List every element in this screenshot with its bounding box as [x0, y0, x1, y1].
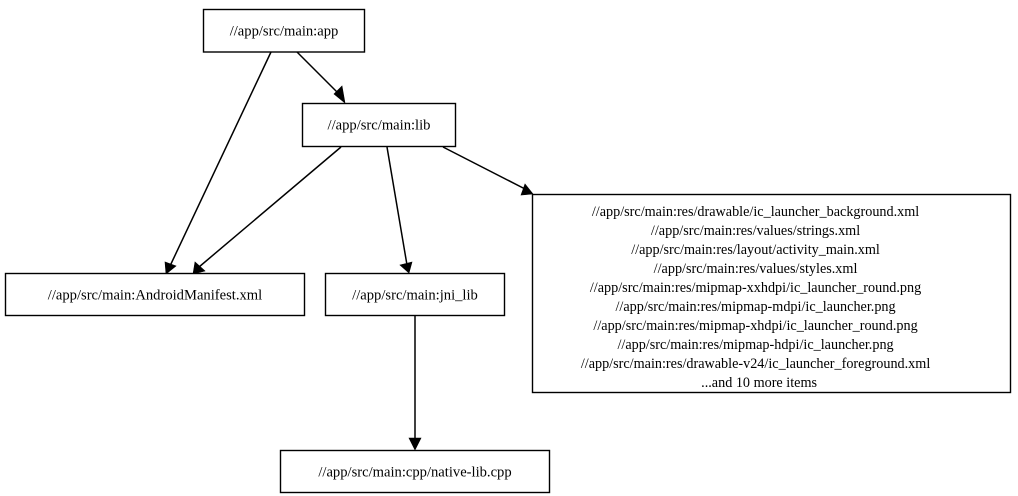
arrowhead-icon [520, 183, 534, 196]
resource-line: //app/src/main:res/mipmap-mdpi/ic_launch… [615, 299, 895, 315]
edge-line [296, 51, 343, 98]
node-lib[interactable]: //app/src/main:lib [301, 102, 457, 148]
arrowhead-icon [164, 261, 177, 275]
node-box[interactable] [301, 102, 457, 148]
edge-app-to-manifest [164, 51, 272, 275]
node-box[interactable] [279, 449, 551, 494]
edge-line [442, 146, 528, 191]
arrowhead-icon [333, 85, 346, 104]
node-label-jni-lib: //app/src/main:jni_lib [352, 287, 478, 303]
arrowhead-icon [408, 437, 422, 451]
edge-app-to-lib [296, 51, 346, 104]
resource-line: //app/src/main:res/mipmap-hdpi/ic_launch… [617, 337, 893, 353]
edge-line [169, 51, 272, 267]
resource-line: //app/src/main:res/mipmap-xhdpi/ic_launc… [593, 318, 917, 334]
node-label-android-manifest: //app/src/main:AndroidManifest.xml [48, 287, 262, 303]
node-resources[interactable]: //app/src/main:res/drawable/ic_launcher_… [531, 193, 1012, 394]
resource-line: //app/src/main:res/values/styles.xml [654, 261, 858, 277]
edge-lib-to-jni-lib [386, 146, 413, 274]
node-box[interactable] [324, 272, 506, 317]
node-label-app: //app/src/main:app [230, 23, 339, 39]
edge-lib-to-manifest [192, 146, 342, 275]
edge-lib-to-resources [442, 146, 534, 196]
node-label-native-lib: //app/src/main:cpp/native-lib.cpp [318, 464, 511, 480]
node-label-lib: //app/src/main:lib [328, 117, 431, 133]
resource-line: //app/src/main:res/drawable-v24/ic_launc… [581, 356, 931, 372]
resource-line: //app/src/main:res/values/strings.xml [651, 223, 860, 239]
node-jni-lib[interactable]: //app/src/main:jni_lib [324, 272, 506, 317]
arrowhead-icon [399, 261, 413, 274]
node-box[interactable] [4, 272, 306, 317]
node-box[interactable] [531, 193, 1012, 394]
edge-jni-lib-to-native-lib [408, 315, 422, 451]
resource-line: ...and 10 more items [701, 375, 817, 391]
node-box[interactable] [202, 8, 366, 53]
node-android-manifest[interactable]: //app/src/main:AndroidManifest.xml [4, 272, 306, 317]
resource-line: //app/src/main:res/layout/activity_main.… [631, 242, 880, 258]
edge-line [386, 146, 408, 266]
resource-line: //app/src/main:res/mipmap-xxhdpi/ic_laun… [590, 280, 921, 296]
node-label-resources: //app/src/main:res/drawable/ic_launcher_… [581, 204, 962, 391]
node-native-lib[interactable]: //app/src/main:cpp/native-lib.cpp [279, 449, 551, 494]
node-app[interactable]: //app/src/main:app [202, 8, 366, 53]
arrowhead-icon [192, 261, 206, 275]
resource-line: //app/src/main:res/drawable/ic_launcher_… [592, 204, 919, 220]
edge-line [198, 146, 342, 268]
